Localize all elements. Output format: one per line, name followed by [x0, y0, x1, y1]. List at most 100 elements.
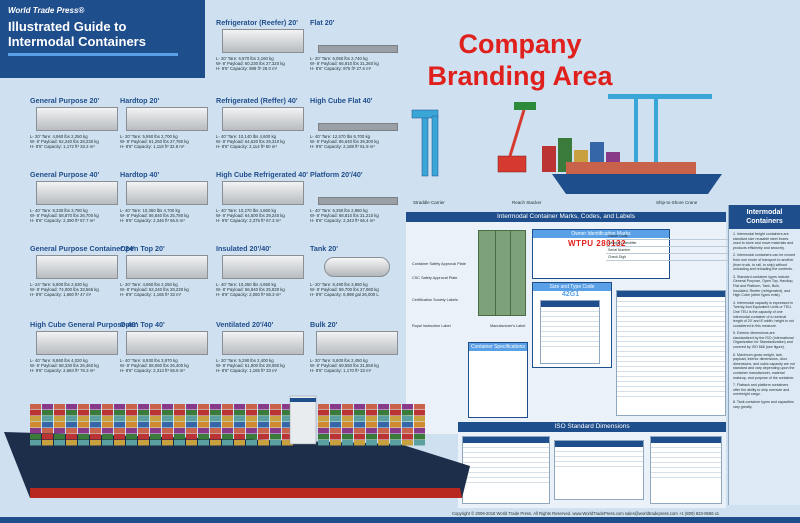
container-name: Refrigerated (Reffer) 40' — [216, 96, 298, 105]
ship-container — [258, 440, 269, 446]
crane-base — [421, 115, 429, 177]
ship-container — [174, 428, 185, 434]
ship-container — [342, 404, 353, 410]
intermodal-paragraph: 4. Intermodal capacity is expressed in T… — [733, 300, 794, 328]
ship-container — [390, 440, 401, 446]
spec-line: L- 20' Tare: 5,600 lbs 2,450 kg — [310, 358, 368, 363]
ship-bridge-window — [290, 398, 316, 402]
ship-container — [318, 410, 329, 416]
ship-container — [30, 440, 41, 446]
ship-container — [126, 422, 137, 428]
ship-container — [66, 440, 77, 446]
spec-line: L- 20' Tare: 5,950 lbs 2,700 kg — [120, 134, 178, 139]
container-specifications-box: Container Specifications — [468, 342, 528, 418]
ship-container — [354, 434, 365, 440]
container-illustration — [222, 29, 304, 53]
ship-container — [378, 410, 389, 416]
container-illustration — [316, 29, 398, 53]
owner-row: Check Digit — [606, 254, 731, 261]
ship-container — [198, 404, 209, 410]
ship-container — [222, 404, 233, 410]
spec-line: W- 8' Payload: 74,000 lbs 33,565 kg — [30, 287, 99, 293]
ship-container — [66, 434, 77, 440]
ship-container — [114, 422, 125, 428]
intermodal-panel-text: 1. Intermodal freight containers are sta… — [729, 229, 800, 415]
ship-container — [198, 410, 209, 416]
ship-container — [222, 410, 233, 416]
ship-container — [78, 440, 89, 446]
ship-container — [378, 434, 389, 440]
ship-container — [234, 410, 245, 416]
ship-container — [42, 422, 53, 428]
container-card: Hardtop 20'L- 20' Tare: 5,950 lbs 2,700 … — [120, 96, 215, 158]
container-card: Hardtop 40'L- 40' Tare: 10,360 lbs 4,700… — [120, 170, 215, 232]
ship-container — [246, 410, 257, 416]
container-card: High Cube General Purpose 40'L- 40' Tare… — [30, 320, 137, 382]
spec-line: H- 8'6" Capacity: 1,118 ft³ 32.8 m³ — [120, 144, 185, 150]
ship-container — [42, 428, 53, 434]
door-label-safety-plate: Container Safety Approval Plate — [412, 262, 466, 266]
title-underline — [8, 53, 178, 56]
ship-container — [378, 404, 389, 410]
container-card: Refrigerator (Reefer) 20'L- 20' Tare: 6,… — [216, 18, 311, 80]
ship-container — [126, 404, 137, 410]
ship-container — [270, 404, 281, 410]
ship-container — [366, 434, 377, 440]
ship-container — [102, 422, 113, 428]
container-name: Refrigerator (Reefer) 20' — [216, 18, 298, 27]
container-card: High Cube Refrigerated 40'L- 40' Tare: 1… — [216, 170, 311, 232]
container-name: Bulk 20' — [310, 320, 338, 329]
ship-container — [258, 410, 269, 416]
ship-container — [210, 410, 221, 416]
ship-container — [186, 416, 197, 422]
ship-container — [78, 422, 89, 428]
ship-container — [258, 416, 269, 422]
straddle-carrier-leg — [431, 115, 439, 177]
ship-container — [102, 404, 113, 410]
ship-container — [282, 434, 293, 440]
ship-container — [126, 416, 137, 422]
ship-container — [342, 428, 353, 434]
ship-container — [246, 440, 257, 446]
spec-line: H- 8'6" Capacity: 1,660 ft³ 47 m³ — [30, 292, 92, 298]
intermodal-paragraph: 1. Intermodal freight containers are sta… — [733, 232, 794, 250]
ship-container — [126, 434, 137, 440]
ship-container — [138, 440, 149, 446]
ship-container — [270, 434, 281, 440]
ship-container — [378, 428, 389, 434]
container-name: Ventilated 20'/40' — [216, 320, 274, 329]
ship-container — [78, 410, 89, 416]
ship-container — [150, 422, 161, 428]
ship-container — [390, 422, 401, 428]
ship-container — [234, 440, 245, 446]
intermodal-header-line-2: Containers — [746, 218, 783, 225]
ship-container — [54, 428, 65, 434]
ship-container — [210, 416, 221, 422]
ship-hull — [4, 432, 470, 498]
container-name: Platform 20'/40' — [310, 170, 363, 179]
spec-line: L- 40' Tare: 12,570 lbs 5,700 kg — [310, 134, 370, 139]
ship-container — [78, 428, 89, 434]
container-card: General Purpose 20'L- 20' Tare: 4,960 lb… — [30, 96, 125, 158]
intermodal-header-line-1: Intermodal — [746, 209, 783, 216]
ship-container — [414, 422, 425, 428]
ship-container — [222, 434, 233, 440]
spec-line: H- 9'6" Capacity: 2,684 ft³ 76.3 m³ — [30, 368, 95, 374]
ship-container — [198, 416, 209, 422]
spec-line: H- 8'6" Capacity: 2,390 ft³ 67.7 m³ — [30, 218, 95, 224]
ship-container — [102, 440, 113, 446]
ship-container — [66, 422, 77, 428]
ship-container — [270, 440, 281, 446]
container-card: General Purpose Container 24'L- 24' Tare… — [30, 244, 135, 306]
ship-container — [414, 410, 425, 416]
ship-container — [342, 440, 353, 446]
spec-line: L- 40' Tare: 6,350 lbs 2,880 kg — [310, 208, 368, 213]
container-illustration — [222, 255, 304, 279]
title-line-2: Intermodal Containers — [8, 34, 146, 49]
